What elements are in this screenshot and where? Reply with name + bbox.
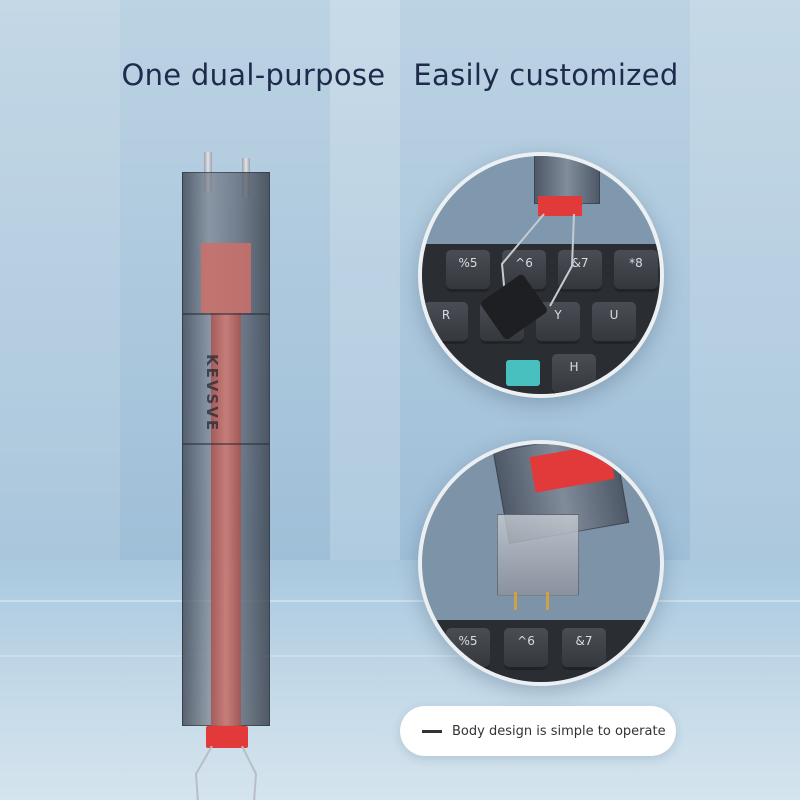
keycap-legend: ^6	[517, 634, 535, 648]
keycap: H	[552, 354, 596, 394]
switch-puller-closeup: %5 ^6 &7	[418, 440, 664, 686]
caption-pill: Body design is simple to operate	[400, 706, 676, 756]
floor-surface	[0, 560, 800, 800]
case-segment-line	[183, 313, 269, 315]
headline: One dual-purpose Easily customized	[0, 58, 800, 92]
keycap-legend: %5	[458, 256, 478, 270]
keycap-legend: %5	[458, 634, 478, 648]
brand-text: KEVSVE	[203, 353, 221, 433]
keycap: R	[424, 302, 468, 344]
exposed-switch	[506, 360, 540, 386]
keycap-legend: Y	[554, 308, 562, 322]
wire-puller	[500, 213, 575, 307]
transparent-case: KEVSVE	[182, 172, 270, 733]
keycap-legend: R	[441, 308, 451, 322]
keycap-legend: ^6	[515, 256, 533, 270]
keycap-legend: &7	[575, 634, 593, 648]
keycap-legend: *8	[629, 256, 643, 270]
keycap: %5	[446, 628, 490, 670]
inner-red-head	[201, 243, 251, 313]
keycap: *8	[614, 250, 658, 292]
keycap-puller-closeup: %5 ^6 &7 *8 R T Y U H	[418, 152, 664, 398]
keycap: ^6	[504, 628, 548, 670]
inner-red-rod	[211, 313, 241, 733]
keycap-legend: U	[609, 308, 619, 322]
puller-tool: KEVSVE	[176, 150, 276, 800]
keyboard: %5 ^6 &7	[422, 620, 660, 682]
keycap: %5	[446, 250, 490, 292]
floor-edge	[0, 655, 800, 657]
keycap: &7	[558, 250, 602, 292]
gripped-switch	[497, 514, 579, 596]
caption-text: Body design is simple to operate	[452, 723, 666, 739]
caption-dash	[422, 729, 442, 733]
case-segment-line	[183, 443, 269, 445]
switch-pin	[514, 592, 517, 610]
keycap: &7	[562, 628, 606, 670]
red-collar	[538, 196, 582, 216]
red-collar	[206, 726, 248, 748]
headline-right: Easily customized	[413, 58, 679, 92]
floor-edge	[0, 600, 800, 602]
keycap: U	[592, 302, 636, 344]
wire-keycap-puller	[194, 746, 258, 800]
keycap-legend: &7	[571, 256, 589, 270]
switch-pin	[546, 592, 549, 610]
headline-left: One dual-purpose	[121, 58, 386, 92]
keycap-legend: H	[569, 360, 579, 374]
